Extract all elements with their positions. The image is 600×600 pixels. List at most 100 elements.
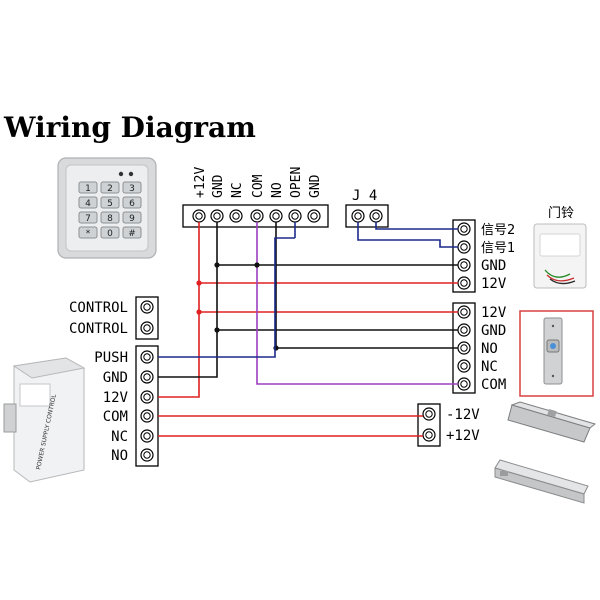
svg-text:1: 1 (85, 184, 91, 194)
keypad-key: 8 (100, 211, 120, 224)
power-terminal-strip (135, 345, 159, 467)
keypad-key: # (122, 226, 142, 239)
keypad-key: 2 (100, 181, 120, 194)
power-supply-terminal (140, 409, 154, 423)
svg-text:4: 4 (85, 199, 91, 209)
power-supply-label: PUSH (94, 350, 128, 366)
power-supply-label: CONTROL (69, 321, 128, 337)
power-supply-label: COM (103, 409, 128, 425)
power-supply-terminal (140, 390, 154, 404)
keypad-device: 1 2 3 4 5 6 7 8 9 * 0 # (57, 157, 157, 259)
diagram-title: Wiring Diagram (3, 111, 256, 144)
keypad-key: 5 (100, 196, 120, 209)
doorbell-terminal-label: 12V (481, 276, 507, 292)
doorbell-terminal-strip (452, 219, 476, 293)
keypad-key: 1 (78, 181, 98, 194)
doorbell-terminal-label: 信号2 (481, 223, 515, 238)
exit-terminal-label: NC (481, 359, 498, 375)
keypad-terminal-label: OPEN (289, 167, 304, 198)
svg-text:3: 3 (129, 184, 135, 194)
j4-label: J 4 (352, 188, 377, 204)
wires (158, 222, 458, 437)
j4-terminals (351, 209, 383, 223)
keypad-terminal (307, 209, 321, 223)
power-supply-label: NC (111, 429, 128, 445)
wire-push (158, 237, 295, 358)
keypad-key: 7 (78, 211, 98, 224)
keypad-keys: 1 2 3 4 5 6 7 8 9 * 0 # (78, 181, 142, 239)
wire-junction (196, 309, 202, 315)
power-supply-terminal (140, 429, 154, 443)
power-supply-device (3, 357, 86, 483)
power-supply-terminal (140, 321, 154, 335)
lock-terminal-label: +12V (446, 428, 480, 444)
doorbell-terminal-label: 信号1 (481, 241, 515, 256)
keypad-terminal-label: +12V (193, 167, 208, 198)
j4-terminal (351, 209, 365, 223)
power-supply-terminal (140, 300, 154, 314)
exit-terminal-label: 12V (481, 305, 507, 321)
svg-text:9: 9 (129, 214, 135, 224)
power-supply-terminal (140, 350, 154, 364)
magnetic-lock (494, 459, 589, 504)
keypad-terminal-label: GND (211, 174, 226, 198)
keypad-terminal-label: NO (270, 182, 285, 198)
keypad-terminal-label: COM (251, 174, 266, 198)
doorbell-title: 门铃 (548, 206, 574, 221)
power-supply-label: GND (103, 370, 128, 386)
doorbell-terminal (457, 222, 471, 236)
exit-button-terminal (457, 305, 471, 319)
keypad-terminal (192, 209, 206, 223)
wire-gnd (158, 222, 218, 378)
exit-terminal-label: COM (481, 377, 506, 393)
svg-text:0: 0 (107, 229, 113, 239)
exit-terminal-label: GND (481, 323, 506, 339)
keypad-key: 3 (122, 181, 142, 194)
keypad-terminal (288, 209, 302, 223)
keypad-terminal-label: GND (308, 174, 323, 198)
lock-terminal-label: -12V (446, 407, 480, 423)
wire-junction (196, 280, 202, 286)
svg-text:#: # (128, 229, 136, 239)
wire-junction (273, 345, 279, 351)
svg-text:7: 7 (85, 214, 91, 224)
lock-terminal (422, 407, 436, 421)
electric-strike-lock (507, 401, 597, 443)
wire-junction (214, 262, 220, 268)
wire-junction (254, 262, 260, 268)
keypad-terminal (210, 209, 224, 223)
power-supply-label: NO (111, 448, 128, 464)
svg-text:5: 5 (107, 199, 113, 209)
wire-no-exit (275, 222, 458, 349)
wire-junction (214, 327, 220, 333)
keypad-key: 0 (100, 226, 120, 239)
exit-button-terminal (457, 323, 471, 337)
exit-button-terminal (457, 359, 471, 373)
keypad-terminals (192, 209, 321, 223)
wire-j4-signal1 (357, 222, 458, 248)
doorbell-terminal (457, 258, 471, 272)
exit-terminal-label: NO (481, 341, 498, 357)
keypad-key: 6 (122, 196, 142, 209)
svg-text:2: 2 (107, 184, 113, 194)
power-supply-terminal (140, 448, 154, 462)
keypad-key: * (78, 226, 98, 239)
svg-text:*: * (86, 229, 91, 239)
keypad-terminal (250, 209, 264, 223)
keypad-terminal (269, 209, 283, 223)
svg-text:8: 8 (107, 214, 113, 224)
power-supply-terminals (140, 300, 154, 462)
exit-button-highlight-box (519, 310, 594, 397)
lock-terminals (422, 407, 436, 442)
svg-text:6: 6 (129, 199, 135, 209)
doorbell-terminal (457, 240, 471, 254)
wire-12v (158, 222, 200, 398)
exit-button-terminal (457, 341, 471, 355)
keypad-key: 4 (78, 196, 98, 209)
exit-button-terminal (457, 377, 471, 391)
keypad-terminal-label: NC (230, 182, 245, 198)
doorbell-terminals (457, 222, 471, 290)
